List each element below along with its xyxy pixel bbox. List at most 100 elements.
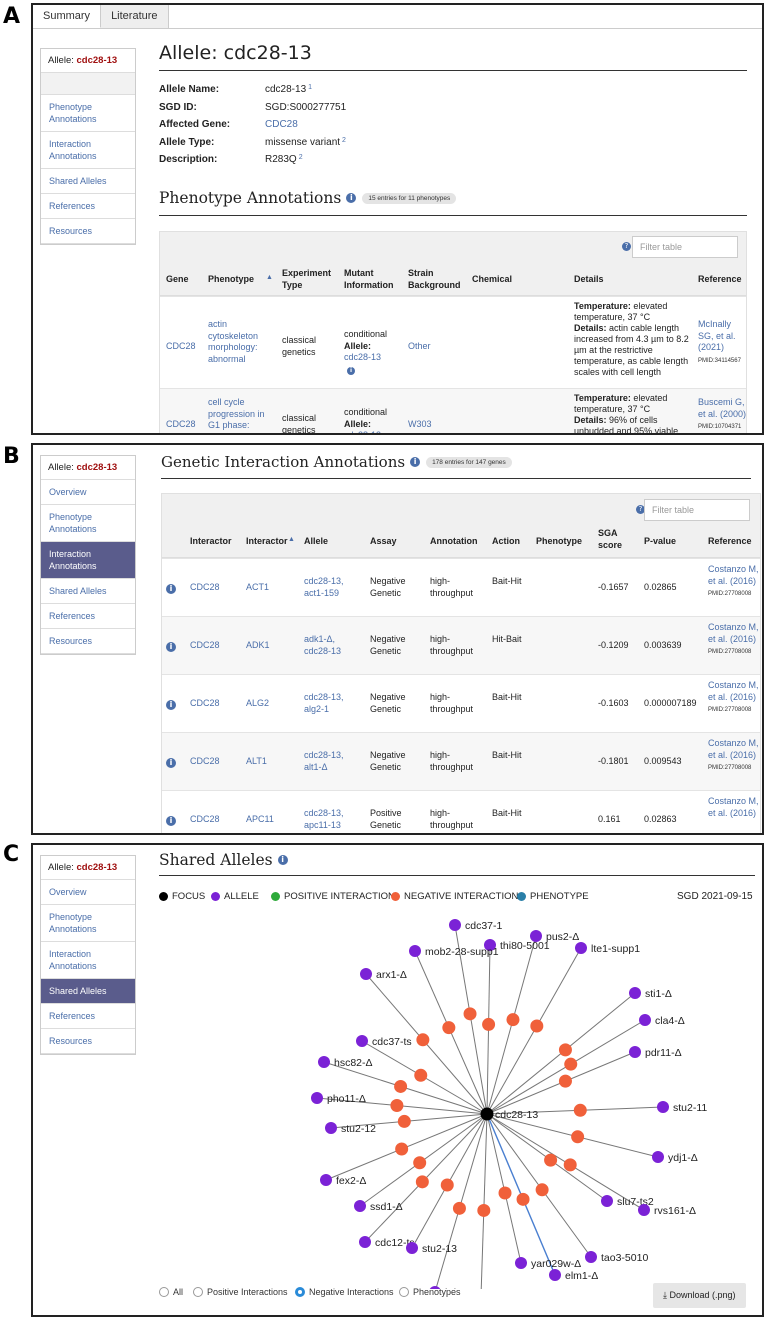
allele-node[interactable] (409, 945, 421, 957)
col-interactor-2[interactable]: Interactor (246, 536, 288, 546)
mutant-allele-link[interactable]: cdc28-13 (344, 430, 382, 435)
info-icon[interactable]: i (410, 457, 421, 467)
sidebar-item-resources[interactable]: Resources (41, 1029, 135, 1054)
allele-node[interactable] (356, 1035, 368, 1047)
sidebar-item-shared-alleles[interactable]: Shared Alleles (41, 169, 135, 194)
sidebar-item-phenotype[interactable]: Phenotype Annotations (41, 95, 135, 132)
radio-circle[interactable] (295, 1287, 305, 1297)
footnote-ref[interactable]: 1 (308, 84, 313, 91)
col-gene[interactable]: Gene (166, 274, 189, 284)
info-icon[interactable]: i (347, 366, 355, 375)
radio-option[interactable]: Phenotypes (399, 1287, 461, 1297)
mutant-allele-link[interactable]: cdc28-13 (344, 352, 382, 362)
col-sga-score[interactable]: SGA score (598, 528, 623, 550)
radio-option[interactable]: All (159, 1287, 183, 1297)
allele-node[interactable] (530, 930, 542, 942)
radio-circle[interactable] (159, 1287, 169, 1297)
strain-link[interactable]: W303 (408, 419, 432, 429)
interaction-node[interactable] (573, 1103, 587, 1117)
allele-node[interactable] (359, 1236, 371, 1248)
col-mutant-info[interactable]: Mutant Information (344, 268, 394, 290)
reference-link[interactable]: Costanzo M, et al. (2016) (708, 680, 759, 702)
interaction-node[interactable] (571, 1130, 585, 1144)
allele-link[interactable]: cdc28-13, alt1-Δ (304, 750, 344, 772)
sidebar-item-references[interactable]: References (41, 1004, 135, 1029)
interactor-1-link[interactable]: CDC28 (190, 698, 220, 708)
interactor-2-link[interactable]: ALG2 (246, 698, 270, 708)
interaction-node[interactable] (416, 1033, 430, 1047)
sidebar-item-phenotype[interactable]: Phenotype Annotations (41, 505, 135, 542)
radio-circle[interactable] (193, 1287, 203, 1297)
filter-input[interactable]: Filter table (632, 236, 738, 258)
allele-node[interactable] (629, 987, 641, 999)
interactor-1-link[interactable]: CDC28 (190, 640, 220, 650)
sidebar-item-shared-alleles[interactable]: Shared Alleles (41, 979, 135, 1004)
allele-node[interactable] (320, 1174, 332, 1186)
filter-input[interactable]: Filter table (644, 499, 750, 521)
radio-option[interactable]: Positive Interactions (193, 1287, 288, 1297)
sidebar-item-references[interactable]: References (41, 604, 135, 629)
sidebar-item-resources[interactable]: Resources (41, 219, 135, 244)
tab-literature[interactable]: Literature (101, 5, 169, 28)
sidebar-item-overview[interactable]: Overview (41, 880, 135, 905)
col-p-value[interactable]: P-value (644, 536, 677, 546)
interaction-node[interactable] (397, 1114, 411, 1128)
reference-link[interactable]: Costanzo M, et al. (2016) (708, 622, 759, 644)
interaction-node[interactable] (442, 1021, 456, 1035)
sidebar-item-overview[interactable]: Overview (41, 480, 135, 505)
interaction-node[interactable] (452, 1201, 466, 1215)
allele-node[interactable] (311, 1092, 323, 1104)
allele-node[interactable] (575, 942, 587, 954)
interaction-node[interactable] (498, 1186, 512, 1200)
allele-node[interactable] (549, 1269, 561, 1281)
strain-link[interactable]: Other (408, 341, 431, 351)
col-allele[interactable]: Allele (304, 536, 329, 546)
interaction-node[interactable] (558, 1074, 572, 1088)
info-icon[interactable]: i (166, 816, 176, 826)
sidebar-item-interaction[interactable]: Interaction Annotations (41, 542, 135, 579)
col-experiment-type[interactable]: Experiment Type (282, 268, 332, 290)
info-icon[interactable]: i (277, 855, 288, 865)
col-reference[interactable]: Reference (698, 274, 742, 284)
info-icon[interactable]: i (166, 642, 176, 652)
footnote-ref[interactable]: 2 (298, 154, 303, 161)
col-phenotype[interactable]: Phenotype (208, 274, 255, 284)
interaction-node[interactable] (506, 1013, 520, 1027)
allele-node[interactable] (360, 968, 372, 980)
radio-option[interactable]: Negative Interactions (295, 1287, 394, 1297)
allele-node[interactable] (325, 1122, 337, 1134)
download-button[interactable]: ⤓ Download (.png) (653, 1283, 746, 1308)
allele-node[interactable] (638, 1204, 650, 1216)
allele-node[interactable] (406, 1242, 418, 1254)
interaction-node[interactable] (463, 1007, 477, 1021)
sidebar-item-references[interactable]: References (41, 194, 135, 219)
interaction-node[interactable] (413, 1156, 427, 1170)
reference-link[interactable]: Costanzo M, et al. (2016) (708, 564, 759, 586)
gene-link[interactable]: CDC28 (166, 341, 196, 351)
interaction-node[interactable] (415, 1175, 429, 1189)
allele-link[interactable]: cdc28-13, alg2-1 (304, 692, 344, 714)
interaction-node[interactable] (390, 1099, 404, 1113)
interaction-node[interactable] (440, 1178, 454, 1192)
reference-link[interactable]: Costanzo M, et al. (2016) (708, 738, 759, 760)
sidebar-item-interaction[interactable]: Interaction Annotations (41, 942, 135, 979)
allele-node[interactable] (639, 1014, 651, 1026)
help-icon[interactable]: ? (636, 505, 645, 514)
sidebar-item-resources[interactable]: Resources (41, 629, 135, 654)
sidebar-item-shared-alleles[interactable]: Shared Alleles (41, 579, 135, 604)
col-action[interactable]: Action (492, 536, 520, 546)
sidebar-item-interaction[interactable]: Interaction Annotations (41, 132, 135, 169)
interactor-2-link[interactable]: ALT1 (246, 756, 267, 766)
allele-node[interactable] (601, 1195, 613, 1207)
interaction-node[interactable] (395, 1142, 409, 1156)
col-chemical[interactable]: Chemical (472, 274, 513, 284)
info-icon[interactable]: i (166, 700, 176, 710)
allele-node[interactable] (354, 1200, 366, 1212)
interaction-node[interactable] (477, 1203, 491, 1217)
allele-node[interactable] (585, 1251, 597, 1263)
interactor-2-link[interactable]: ACT1 (246, 582, 270, 592)
radio-circle[interactable] (399, 1287, 409, 1297)
interaction-node[interactable] (544, 1153, 558, 1167)
col-strain[interactable]: Strain Background (408, 268, 461, 290)
col-phenotype[interactable]: Phenotype (536, 536, 583, 546)
